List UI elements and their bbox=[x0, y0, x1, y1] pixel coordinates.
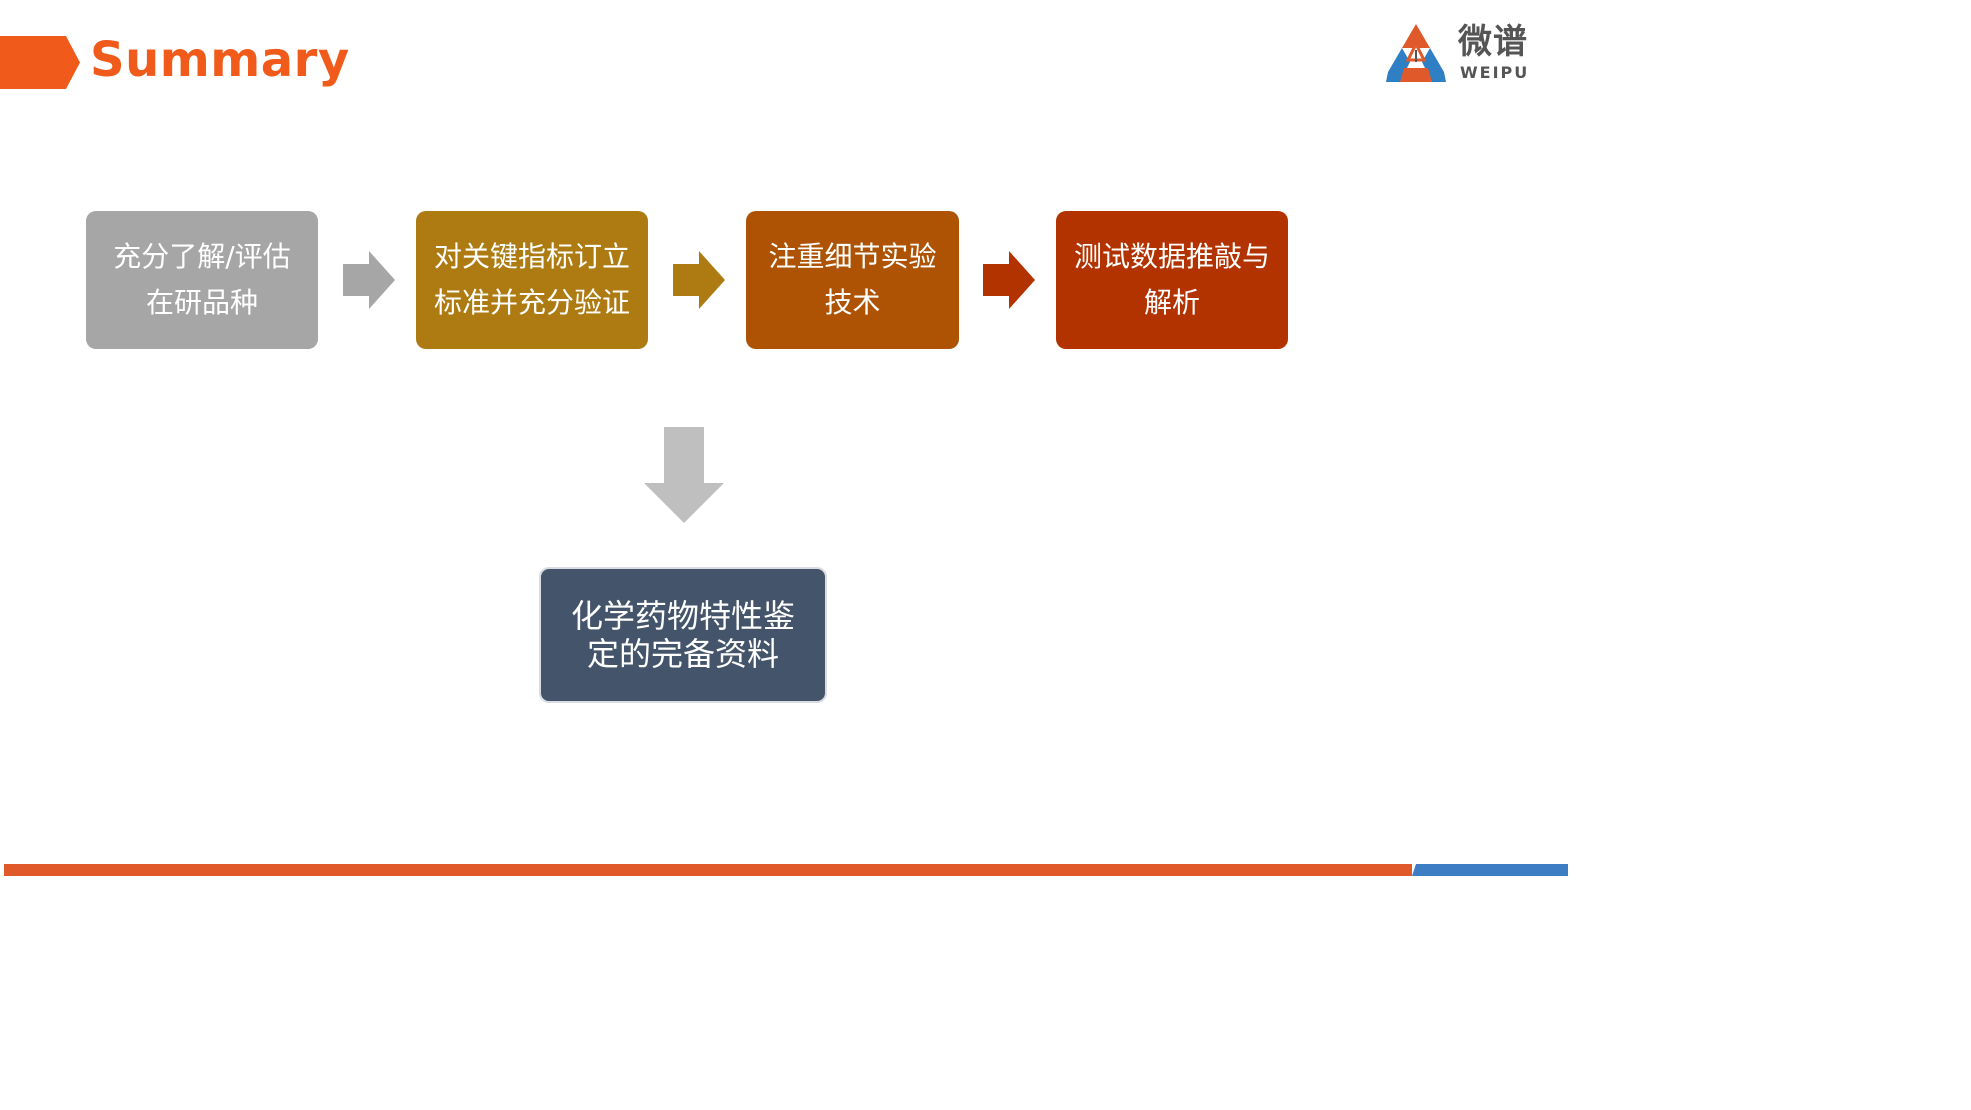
step-1-line-2: 在研品种 bbox=[145, 286, 258, 319]
result-box: 化学药物特性鉴 定的完备资料 bbox=[539, 567, 827, 703]
result-line-1: 化学药物特性鉴 bbox=[570, 597, 795, 635]
step-2-line-2: 标准并充分验证 bbox=[433, 286, 630, 319]
logo-chinese-name: 微谱 bbox=[1458, 22, 1528, 62]
arrow-right-icon bbox=[343, 251, 395, 309]
step-box-1: 充分了解/评估 在研品种 bbox=[86, 211, 318, 349]
arrow-down-icon bbox=[644, 427, 724, 523]
step-4-line-1: 测试数据推敲与 bbox=[1073, 240, 1270, 273]
step-box-3: 注重细节实验 技术 bbox=[746, 211, 959, 349]
logo-english-name: WEIPU bbox=[1460, 63, 1530, 82]
result-line-2: 定的完备资料 bbox=[586, 635, 779, 673]
step-3-line-1: 注重细节实验 bbox=[768, 240, 937, 273]
step-box-2: 对关键指标订立 标准并充分验证 bbox=[416, 211, 648, 349]
arrow-right-icon bbox=[673, 251, 725, 309]
footer-bar-blue bbox=[1412, 864, 1568, 876]
page-title: Summary bbox=[90, 32, 350, 88]
footer-bar-orange bbox=[4, 864, 1412, 876]
arrow-right-icon bbox=[983, 251, 1035, 309]
step-1-line-1: 充分了解/评估 bbox=[113, 240, 291, 273]
title-accent-tab bbox=[0, 36, 80, 89]
step-box-4: 测试数据推敲与 解析 bbox=[1056, 211, 1288, 349]
step-2-line-1: 对关键指标订立 bbox=[433, 240, 630, 273]
step-4-line-2: 解析 bbox=[1143, 286, 1200, 319]
step-3-line-2: 技术 bbox=[824, 286, 881, 319]
weipu-triangle-logo-icon bbox=[1386, 24, 1446, 82]
weipu-logo: 微谱 WEIPU bbox=[1384, 22, 1544, 86]
